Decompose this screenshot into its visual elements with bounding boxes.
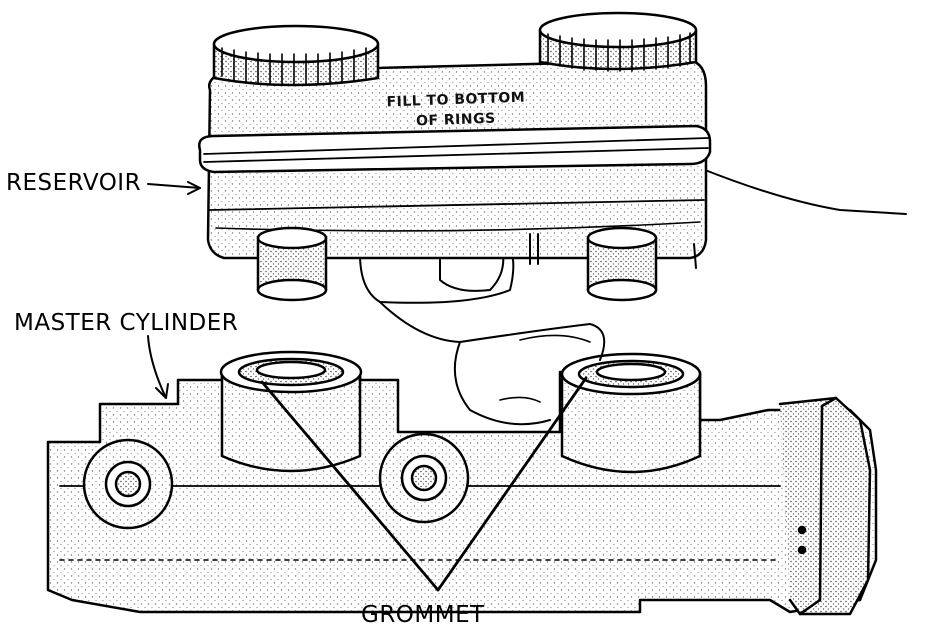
left-mounting-boss: [82, 438, 174, 530]
reservoir-fill-text-line1: FILL TO BOTTOM: [386, 90, 525, 111]
grommet-port-right: [560, 352, 702, 474]
grommet-port-left: [219, 350, 363, 473]
reservoir-cap-right: [538, 11, 698, 72]
master-cylinder-label: MASTER CYLINDER: [14, 310, 239, 336]
center-mounting-boss: [378, 432, 470, 524]
reservoir: [198, 58, 712, 269]
reservoir-cap-left: [212, 24, 380, 87]
leader-grommet: [260, 376, 588, 592]
grommet-label: GROMMET: [361, 602, 485, 628]
reservoir-outlet-left: [256, 226, 328, 302]
reservoir-label: RESERVOIR: [6, 170, 142, 196]
reservoir-outlet-right: [586, 226, 658, 302]
leader-master-cylinder: [147, 335, 169, 399]
leader-reservoir: [147, 181, 201, 195]
reservoir-fill-text-line2: OF RINGS: [416, 111, 496, 130]
